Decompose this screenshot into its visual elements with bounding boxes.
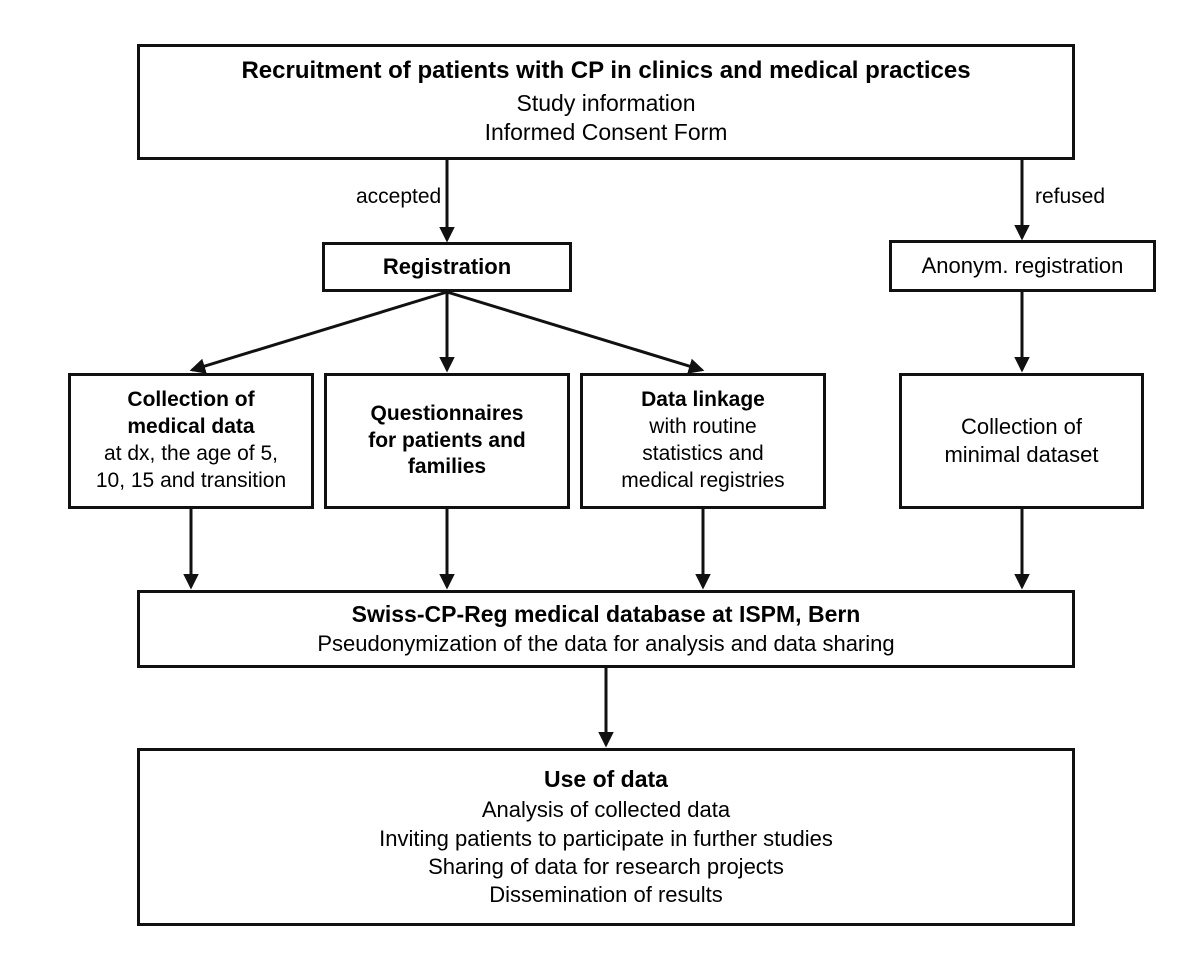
- node-questionnaires-title-line2: for patients and: [368, 428, 526, 452]
- node-medical-data-title-line1: Collection of: [127, 388, 255, 412]
- node-data-linkage: Data linkage with routine statistics and…: [580, 373, 826, 509]
- edge-label-accepted: accepted: [356, 185, 442, 208]
- node-recruitment-title: Recruitment of patients with CP in clini…: [241, 57, 971, 85]
- node-swiss-cp-reg-database: Swiss-CP-Reg medical database at ISPM, B…: [137, 590, 1075, 668]
- node-use-of-data-title: Use of data: [544, 765, 668, 792]
- edge-label-refused: refused: [1035, 185, 1106, 208]
- node-medical-data-sub-line2: 10, 15 and transition: [95, 468, 287, 492]
- node-use-of-data-line2: Analysis of collected data: [481, 797, 731, 823]
- node-medical-data-sub-line1: at dx, the age of 5,: [104, 442, 278, 465]
- node-collection-of-minimal-dataset: Collection of minimal dataset: [899, 373, 1144, 509]
- node-data-linkage-sub-line1: with routine: [649, 415, 757, 439]
- node-use-of-data-line3: Inviting patients to participate in furt…: [379, 825, 833, 851]
- node-data-linkage-sub-line3: medical registries: [621, 468, 785, 492]
- node-use-of-data: Use of data Analysis of collected data I…: [137, 748, 1075, 926]
- arrow-registration-to-data-linkage: [446, 290, 705, 374]
- node-recruitment-line2: Study information: [516, 89, 696, 116]
- node-database-line2: Pseudonymization of the data for analysi…: [317, 631, 895, 657]
- node-use-of-data-line5: Dissemination of results: [489, 881, 723, 907]
- node-data-linkage-sub-line2: statistics and: [642, 442, 764, 465]
- node-registration-title: Registration: [382, 253, 512, 279]
- node-data-linkage-title: Data linkage: [641, 388, 765, 412]
- node-collection-of-medical-data: Collection of medical data at dx, the ag…: [68, 373, 314, 509]
- arrow-registration-to-medical-data: [189, 290, 448, 374]
- node-anonym-registration-title: Anonym. registration: [921, 252, 1124, 278]
- node-recruitment: Recruitment of patients with CP in clini…: [137, 44, 1075, 160]
- node-recruitment-line3: Informed Consent Form: [484, 119, 728, 146]
- node-medical-data-title-line2: medical data: [127, 415, 255, 439]
- node-questionnaires-title-line1: Questionnaires: [370, 401, 524, 425]
- node-questionnaires-title-line3: families: [407, 455, 487, 479]
- node-use-of-data-line4: Sharing of data for research projects: [428, 853, 784, 879]
- node-anonym-registration: Anonym. registration: [889, 240, 1156, 292]
- node-database-title: Swiss-CP-Reg medical database at ISPM, B…: [351, 600, 861, 627]
- node-minimal-dataset-line1: Collection of: [960, 413, 1083, 439]
- node-questionnaires: Questionnaires for patients and families: [324, 373, 570, 509]
- node-registration: Registration: [322, 242, 572, 292]
- node-minimal-dataset-line2: minimal dataset: [944, 442, 1099, 467]
